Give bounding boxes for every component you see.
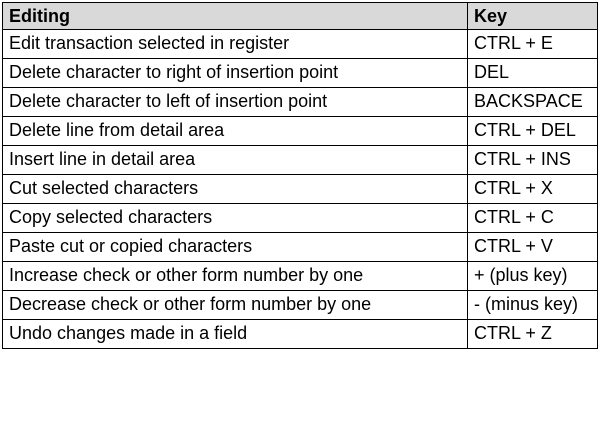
action-cell: Copy selected characters <box>2 203 468 233</box>
table-row: Insert line in detail area CTRL + INS <box>2 145 598 175</box>
table-row: Copy selected characters CTRL + C <box>2 203 598 233</box>
action-cell: Edit transaction selected in register <box>2 29 468 59</box>
table-row: Undo changes made in a field CTRL + Z <box>2 319 598 349</box>
table-row: Paste cut or copied characters CTRL + V <box>2 232 598 262</box>
key-cell: CTRL + C <box>467 203 598 233</box>
action-cell: Delete line from detail area <box>2 116 468 146</box>
table-row: Delete character to left of insertion po… <box>2 87 598 117</box>
action-cell: Delete character to right of insertion p… <box>2 58 468 88</box>
key-cell: CTRL + X <box>467 174 598 204</box>
table-header: Editing Key <box>2 2 598 30</box>
table-row: Cut selected characters CTRL + X <box>2 174 598 204</box>
action-cell: Paste cut or copied characters <box>2 232 468 262</box>
action-cell: Cut selected characters <box>2 174 468 204</box>
key-cell: BACKSPACE <box>467 87 598 117</box>
key-cell: CTRL + DEL <box>467 116 598 146</box>
action-cell: Insert line in detail area <box>2 145 468 175</box>
table-row: Delete line from detail area CTRL + DEL <box>2 116 598 146</box>
keyboard-shortcuts-table: Editing Key Edit transaction selected in… <box>2 2 598 349</box>
table-row: Edit transaction selected in register CT… <box>2 29 598 59</box>
editing-column-header: Editing <box>2 2 468 30</box>
action-cell: Undo changes made in a field <box>2 319 468 349</box>
header-row: Editing Key <box>2 2 598 30</box>
action-cell: Increase check or other form number by o… <box>2 261 468 291</box>
key-cell: - (minus key) <box>467 290 598 320</box>
table-row: Delete character to right of insertion p… <box>2 58 598 88</box>
table-row: Decrease check or other form number by o… <box>2 290 598 320</box>
key-cell: DEL <box>467 58 598 88</box>
key-cell: CTRL + INS <box>467 145 598 175</box>
table-body: Edit transaction selected in register CT… <box>2 29 598 349</box>
key-cell: CTRL + Z <box>467 319 598 349</box>
table-row: Increase check or other form number by o… <box>2 261 598 291</box>
action-cell: Delete character to left of insertion po… <box>2 87 468 117</box>
key-column-header: Key <box>467 2 598 30</box>
key-cell: + (plus key) <box>467 261 598 291</box>
action-cell: Decrease check or other form number by o… <box>2 290 468 320</box>
key-cell: CTRL + E <box>467 29 598 59</box>
key-cell: CTRL + V <box>467 232 598 262</box>
